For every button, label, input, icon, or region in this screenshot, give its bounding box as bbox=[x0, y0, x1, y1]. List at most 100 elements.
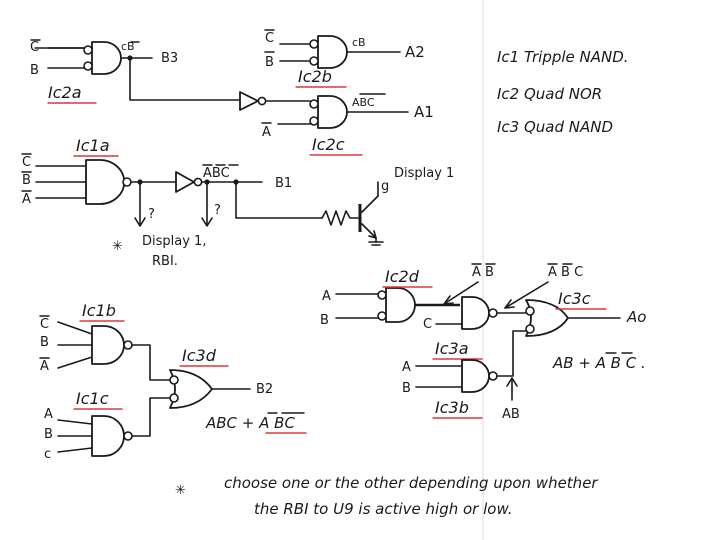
display-1-label: Display 1 bbox=[394, 166, 454, 181]
ic2b-label: Ic2b bbox=[298, 67, 332, 86]
ic2b-out-expression: cB bbox=[352, 36, 366, 49]
ic2d-gate-body bbox=[385, 287, 416, 323]
ic1b-input-b-label: B bbox=[40, 335, 49, 350]
ic1b-wire-in3 bbox=[57, 356, 93, 369]
ic2a-inversion-bubble bbox=[83, 61, 93, 71]
ic2a-to-inverter-wire bbox=[129, 57, 241, 101]
ic1a-output-b1: B1 bbox=[275, 176, 292, 191]
ic1a-rbi-note-2: RBI. bbox=[152, 254, 178, 269]
ic1b-wire-in1 bbox=[57, 321, 93, 335]
footnote-line-2: the RBI to U9 is active high or low. bbox=[254, 500, 513, 518]
ic1b-input-c-label: C bbox=[40, 317, 49, 332]
ic2d-label: Ic2d bbox=[385, 267, 420, 286]
ic3b-label: Ic3b bbox=[435, 398, 469, 417]
ic3c-label: Ic3c bbox=[558, 289, 591, 308]
ic2b-gate-body bbox=[317, 35, 348, 69]
ic1c-wire-out bbox=[131, 397, 171, 437]
base-resistor bbox=[321, 210, 359, 226]
ic1a-nand-gate: C B A ? ? ABC B1 Ic1a bbox=[21, 136, 454, 269]
ic2d-input-b-label: B bbox=[320, 313, 329, 328]
ic3c-inversion-bubble bbox=[525, 306, 535, 316]
ic3c-expression: AB + A B C . bbox=[552, 354, 646, 372]
arrow-head bbox=[134, 217, 146, 227]
ic1a-to-resistor-wire bbox=[235, 181, 323, 219]
ic2c-out-expression: ABC bbox=[352, 96, 375, 109]
ic3b-input-b-label: B bbox=[402, 381, 411, 396]
ic3b-output-bubble bbox=[488, 371, 498, 381]
ic1b-wire-out bbox=[131, 344, 171, 381]
inverter-triangle bbox=[175, 171, 195, 193]
b2-logic-block: C B A Ic1b A B c Ic1c B2 Ic3d ABC + A BC bbox=[39, 301, 307, 462]
ic2b-input-c-label: C bbox=[265, 31, 274, 46]
ic3c-output-ao: Ao bbox=[626, 308, 646, 326]
transistor-emitter bbox=[361, 223, 377, 239]
ic2c-output-a1: A1 bbox=[414, 103, 434, 121]
ic2c-label: Ic2c bbox=[312, 135, 345, 154]
ic2a-output-b3: B3 bbox=[161, 51, 178, 66]
ic3d-expression: ABC + A BC bbox=[205, 414, 295, 432]
ic3d-inversion-bubble bbox=[169, 393, 179, 403]
ic1c-input-b-label: B bbox=[44, 427, 53, 442]
legend-ic1: Ic1 Tripple NAND. bbox=[497, 48, 629, 66]
ic2d-inversion-bubble bbox=[377, 311, 387, 321]
ic2d-input-a-label: A bbox=[322, 289, 331, 304]
ic2c-gate-body bbox=[317, 95, 348, 129]
ic2a-gate-body bbox=[91, 41, 122, 75]
ic2d-annotation: A B bbox=[472, 265, 494, 280]
asterisk-marker: ✳ bbox=[112, 239, 123, 254]
ic2a-nor-gate: C B cB B3 Ic2a bbox=[30, 39, 241, 104]
ic3a-output-bubble bbox=[488, 308, 498, 318]
ic3c-inversion-bubble bbox=[525, 324, 535, 334]
ic1c-input-a-label: A bbox=[44, 407, 53, 422]
ic-legend: Ic1 Tripple NAND. Ic2 Quad NOR Ic3 Quad … bbox=[497, 48, 629, 136]
ic2a-label: Ic2a bbox=[48, 83, 82, 102]
inverter-bubble bbox=[257, 96, 267, 106]
ic1a-rbi-note: Display 1, bbox=[142, 234, 206, 249]
ic2d-inversion-bubble bbox=[377, 290, 387, 300]
ic3d-output-b2: B2 bbox=[256, 382, 273, 397]
ic2a-out-expression: cB bbox=[121, 40, 135, 53]
arrow-head bbox=[506, 377, 518, 387]
ic2b-nor-gate: C B cB A2 Ic2b bbox=[264, 29, 425, 88]
annotation-arrow bbox=[443, 281, 479, 305]
inverter-bubble bbox=[193, 177, 203, 187]
ic1a-question-2: ? bbox=[214, 203, 221, 218]
ic2b-input-b-label: B bbox=[265, 55, 274, 70]
ic1b-label: Ic1b bbox=[82, 301, 116, 320]
ic2b-inversion-bubble bbox=[309, 39, 319, 49]
ic1c-input-c-label: c bbox=[44, 447, 51, 462]
ic2c-input-a-label: A bbox=[262, 125, 271, 140]
ic1a-output-bubble bbox=[122, 177, 132, 187]
ic1a-input-b-label: B bbox=[22, 173, 31, 188]
arrow-head bbox=[504, 299, 515, 309]
ic1c-output-bubble bbox=[123, 431, 133, 441]
ic2b-inversion-bubble bbox=[309, 56, 319, 66]
arrow-head bbox=[443, 295, 454, 305]
ic3a-label: Ic3a bbox=[435, 339, 469, 358]
ic1b-gate-body bbox=[91, 325, 125, 365]
ic1a-input-c-label: C bbox=[22, 155, 31, 170]
ic3a-input-c-label: C bbox=[423, 317, 432, 332]
ic3b-input-a-label: A bbox=[402, 360, 411, 375]
ic3b-gate-body bbox=[461, 359, 490, 393]
ic1b-input-a-label: A bbox=[40, 359, 49, 374]
ic1a-question-1: ? bbox=[148, 207, 155, 222]
arrow-head bbox=[201, 217, 213, 227]
ic1b-output-bubble bbox=[123, 340, 133, 350]
ic3d-label: Ic3d bbox=[182, 346, 217, 365]
legend-ic3: Ic3 Quad NAND bbox=[497, 118, 613, 136]
footnote: ✳ choose one or the other depending upon… bbox=[175, 474, 598, 518]
ic1a-label: Ic1a bbox=[76, 136, 110, 155]
ic2b-output-a2: A2 bbox=[405, 43, 425, 61]
ic3a-annotation: A B C bbox=[548, 265, 583, 280]
ic1a-out-expression: ABC bbox=[203, 166, 230, 181]
footnote-line-1: choose one or the other depending upon w… bbox=[224, 474, 598, 492]
asterisk-marker: ✳ bbox=[175, 483, 186, 498]
ic2c-nor-gate: A ABC A1 Ic2c bbox=[239, 91, 434, 156]
ic3a-gate-body bbox=[461, 296, 490, 330]
ic3b-wire-out bbox=[496, 330, 531, 377]
ao-logic-block: A B Ic2d A B C Ic3a A B C A B Ic3b bbox=[320, 263, 646, 422]
ic2a-inversion-bubble bbox=[83, 45, 93, 55]
inverter-triangle bbox=[239, 91, 259, 111]
